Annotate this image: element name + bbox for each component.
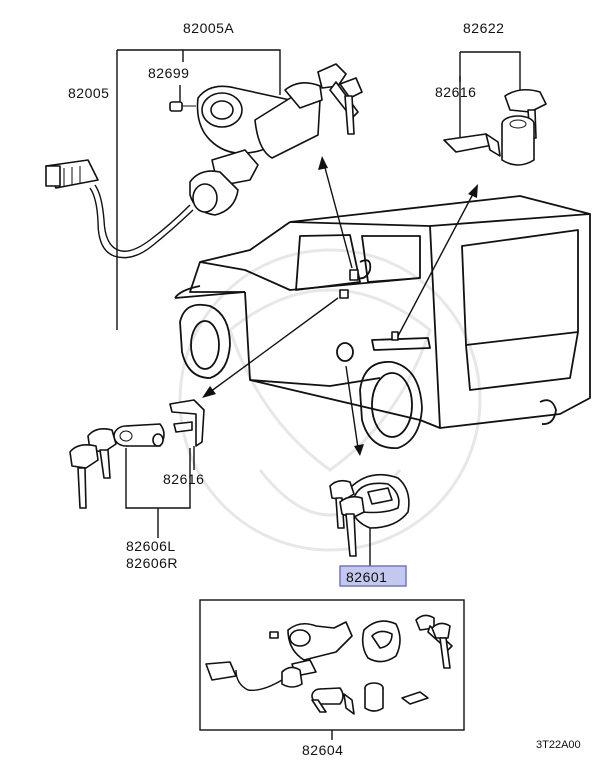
watermark-emblem xyxy=(178,248,482,552)
highlight-box xyxy=(339,565,407,587)
label-82005: 82005 xyxy=(68,85,109,101)
vehicle-icon xyxy=(174,195,591,449)
diagram-code: 3T22A00 xyxy=(536,739,581,751)
label-82699: 82699 xyxy=(148,65,189,81)
label-82606L: 82606L xyxy=(126,538,176,554)
label-82005A: 82005A xyxy=(183,20,234,36)
label-82606R: 82606R xyxy=(126,555,178,571)
label-82622: 82622 xyxy=(463,20,504,36)
label-82604: 82604 xyxy=(302,742,343,758)
label-82601: 82601 xyxy=(346,569,387,585)
lock-kit-icon[interactable] xyxy=(199,599,465,740)
leader-arrows xyxy=(202,156,478,456)
label-82616-top: 82616 xyxy=(435,84,476,100)
door-lock-set-icon[interactable] xyxy=(69,399,205,538)
door-lock-cylinder-icon[interactable] xyxy=(443,51,547,166)
fuel-cap-icon[interactable] xyxy=(329,473,410,566)
ignition-switch-icon[interactable] xyxy=(45,49,363,330)
highlighted-part-82601[interactable]: 82601 xyxy=(339,565,407,587)
label-82616-left: 82616 xyxy=(163,471,204,487)
